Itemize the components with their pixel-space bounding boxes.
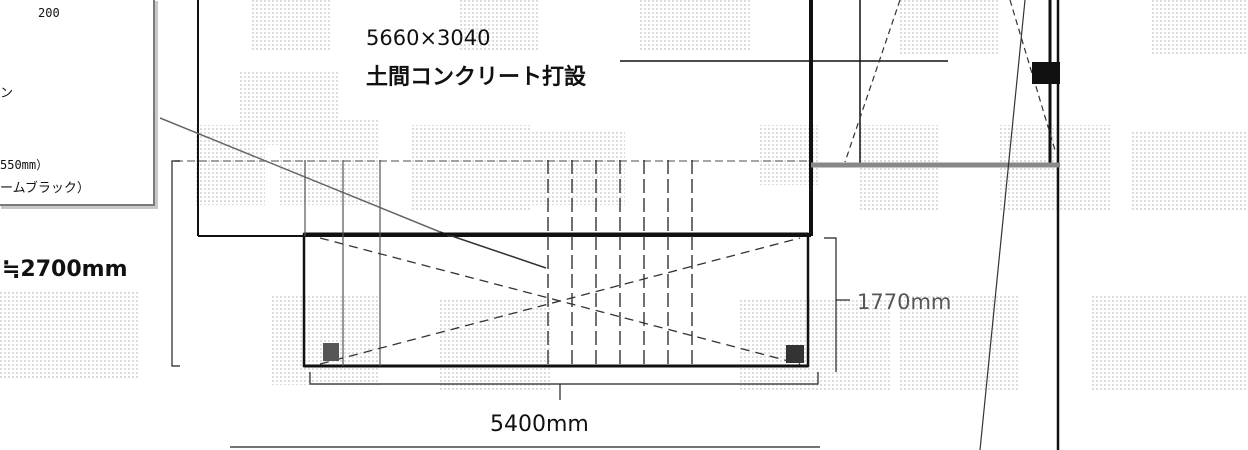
- roof-panel-dashed: [547, 160, 693, 366]
- legend-line-1: 200: [38, 6, 60, 20]
- upper-right-diagonals: [844, 0, 1056, 450]
- carport-outline: [302, 232, 810, 368]
- watermark-pattern: [0, 0, 1248, 390]
- upper-room-outline: [197, 0, 1060, 450]
- dimension-lines: [171, 160, 850, 448]
- roof-panel-lines: [304, 160, 381, 366]
- legend-line-3: 550mm）: [0, 158, 49, 172]
- legend-panel: 200 ン 550mm） ームブラック）: [0, 0, 155, 206]
- area-dimensions-label: 5660×3040: [366, 26, 490, 50]
- legend-line-4: ームブラック）: [0, 181, 90, 196]
- legend-line-2: ン: [0, 86, 14, 101]
- corner-post-right: [786, 345, 804, 363]
- cross-bracing: [319, 237, 801, 365]
- depth-dimension-label: 1770mm: [857, 290, 951, 314]
- corner-post-left: [323, 343, 339, 361]
- height-dimension-label: ≒2700mm: [2, 257, 128, 282]
- floor-work-label: 土間コンクリート打設: [366, 64, 587, 90]
- corner-post-upper: [1032, 62, 1060, 84]
- width-dimension-label: 5400mm: [490, 412, 589, 437]
